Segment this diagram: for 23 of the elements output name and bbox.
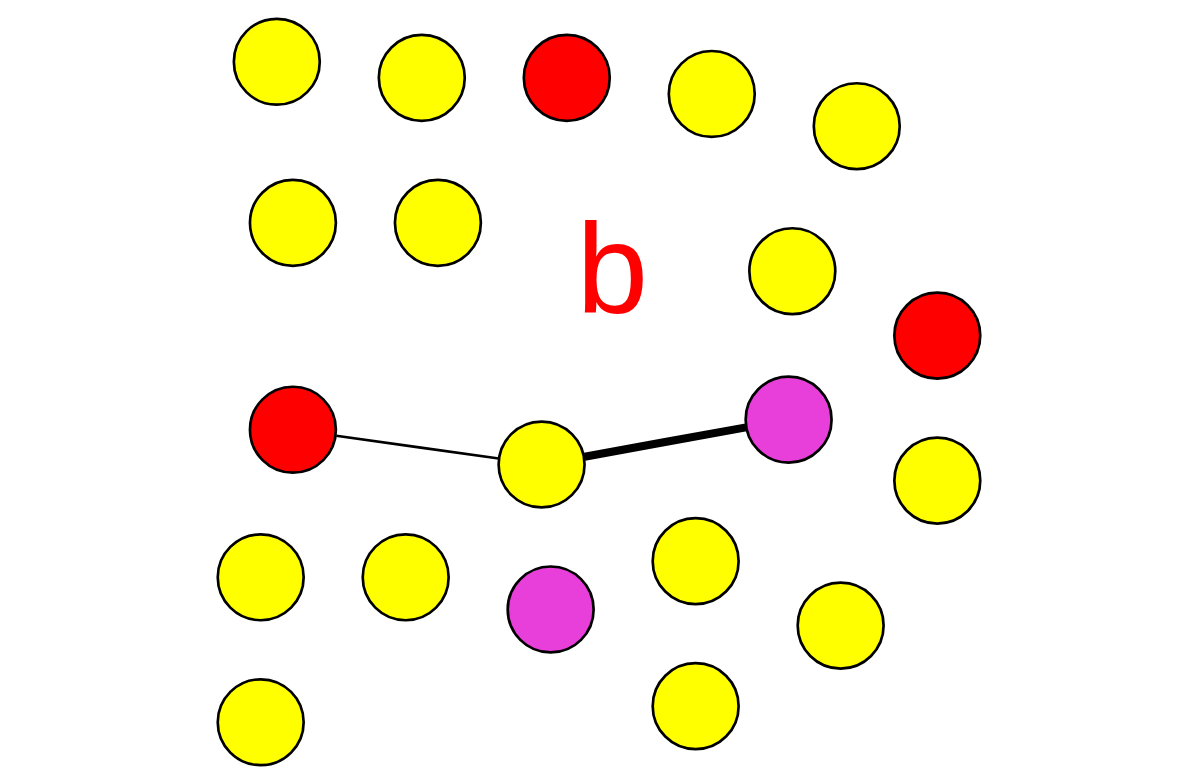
node-circle xyxy=(377,33,466,123)
node-circle xyxy=(743,375,833,464)
node-circle xyxy=(747,226,837,316)
node-circle xyxy=(522,33,611,123)
node-circle xyxy=(215,532,305,622)
connector xyxy=(583,423,747,461)
node-circle xyxy=(666,49,756,139)
node-circle xyxy=(248,178,337,268)
node-circle xyxy=(215,677,305,767)
node-circle xyxy=(248,385,337,474)
node-circle xyxy=(795,581,885,670)
node-circle xyxy=(892,436,982,525)
connector xyxy=(335,434,499,460)
node-circle xyxy=(360,532,450,622)
node-circle xyxy=(496,420,586,509)
node-circle xyxy=(892,291,982,380)
node-circle xyxy=(650,516,740,606)
node-circle xyxy=(811,81,901,171)
label: b xyxy=(576,195,648,340)
node-circle xyxy=(505,565,595,654)
node-circle xyxy=(650,661,740,751)
node-circle xyxy=(232,17,321,107)
node-circle xyxy=(393,178,482,268)
